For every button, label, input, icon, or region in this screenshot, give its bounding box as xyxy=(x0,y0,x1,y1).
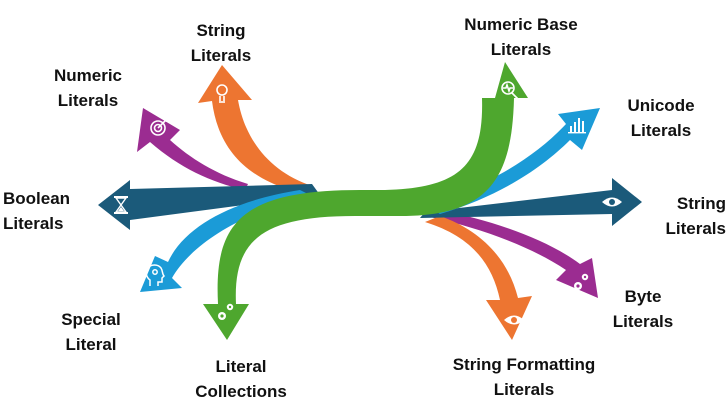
label-string-literals-right: String Literals xyxy=(640,191,726,241)
label-line: Literals xyxy=(490,40,552,59)
label-line: Literals xyxy=(612,312,674,331)
label-line: String Formatting xyxy=(452,355,596,374)
label-boolean-literals: Boolean Literals xyxy=(3,186,70,236)
label-line: Collections xyxy=(195,382,287,401)
label-string-literals-top: String Literals xyxy=(176,18,266,68)
arrow-string-literals-top xyxy=(198,65,312,190)
eye-icon xyxy=(602,197,622,207)
label-numeric-literals: Numeric Literals xyxy=(38,63,138,113)
label-line: Literals xyxy=(57,91,119,110)
hourglass-icon xyxy=(114,196,128,214)
label-line: Literals xyxy=(665,219,726,238)
label-line: String xyxy=(196,21,246,40)
label-line: Literals xyxy=(630,121,692,140)
lightbulb-icon xyxy=(216,84,228,103)
label-line: Literal xyxy=(65,335,117,354)
label-line: Literals xyxy=(190,46,252,65)
label-line: Numeric xyxy=(53,66,123,85)
magnifier-pulse-icon xyxy=(501,81,519,100)
label-line: Literals xyxy=(493,380,555,399)
arrow-boolean-literals xyxy=(98,180,320,230)
label-line: Literals xyxy=(3,214,64,233)
formatting-eye-icon xyxy=(504,315,524,325)
label-numeric-base-literals: Numeric Base Literals xyxy=(446,12,596,62)
label-string-formatting-literals: String Formatting Literals xyxy=(434,352,614,401)
gears-icon xyxy=(218,303,234,320)
label-literal-collections: Literal Collections xyxy=(178,354,304,401)
label-line: Special xyxy=(61,310,121,329)
target-icon xyxy=(150,118,168,136)
label-special-literal: Special Literal xyxy=(45,307,137,357)
head-lightbulb-icon xyxy=(145,264,166,286)
label-byte-literals: Byte Literals xyxy=(600,284,686,334)
arrow-string-formatting xyxy=(425,216,532,340)
arrow-unicode-literals xyxy=(425,108,600,214)
arrow-string-literals-right xyxy=(420,178,642,226)
label-line: String xyxy=(676,194,726,213)
arrow-s-curve xyxy=(203,62,528,340)
label-line: Byte xyxy=(624,287,662,306)
label-line: Literal xyxy=(215,357,267,376)
chart-icon xyxy=(568,118,586,134)
label-line: Numeric Base xyxy=(464,15,578,34)
label-line: Unicode xyxy=(627,96,695,115)
byte-gears-icon xyxy=(574,273,589,290)
label-unicode-literals: Unicode Literals xyxy=(608,93,714,143)
label-line: Boolean xyxy=(3,189,71,208)
